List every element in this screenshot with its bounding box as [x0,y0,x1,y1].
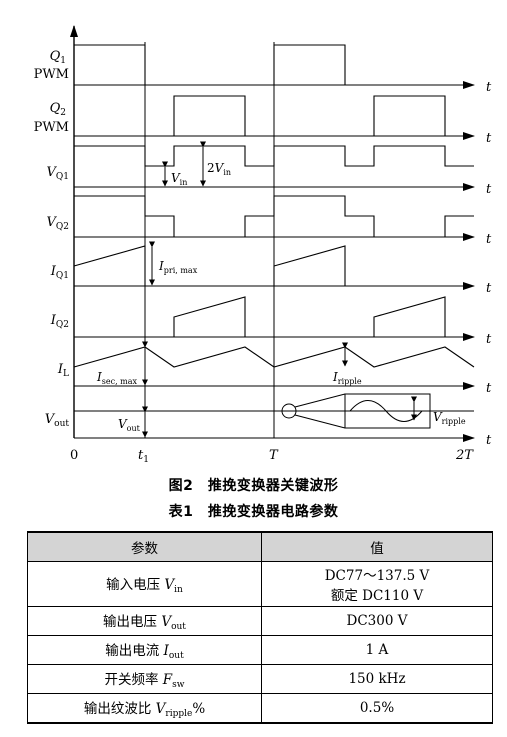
header-param: 参数 [27,531,262,562]
tick-zero: 0 [70,448,78,463]
annot-2vin: 2Vin [207,161,231,177]
iq1-waveform [73,245,346,287]
param-cell: 输入电压 Vin [27,561,262,607]
param-cell: 输出电流 Iout [27,635,262,665]
tick-t1: t1 [138,448,149,465]
q2-pwm-waveform [74,95,474,137]
value-cell: 0.5% [261,693,493,724]
t-axis-label: t [486,131,492,146]
table-row: 输出纹波比 Vripple% 0.5% [27,693,493,724]
annot-vripple: Vripple [433,410,466,426]
t-axis-label: t [486,182,492,197]
t-axis-label: t [486,80,492,95]
label-iq1: IQ1 [50,264,69,281]
param-cell: 输出电压 Vout [27,606,262,636]
label-vq2: VQ2 [47,215,70,232]
vq1-waveform [74,145,474,167]
label-q2-pwm: PWM [34,120,69,135]
t-axis-label: t [486,281,492,296]
iq2-waveform [173,296,446,338]
annot-iripple: Iripple [332,370,362,386]
label-il: IL [57,362,69,379]
ripple-zoom-inset [281,393,431,429]
q1-pwm-waveform [74,44,474,86]
table-row: 开关频率 Fsw 150 kHz [27,664,493,694]
annot-ipri-max: Ipri, max [158,259,198,275]
il-waveform [73,346,475,368]
annot-vout: Vout [118,417,141,433]
t-axis-label: t [486,433,492,448]
annot-vin: Vin [171,171,187,187]
param-cell: 输出纹波比 Vripple% [27,693,262,724]
tick-2T: 2T [455,448,474,463]
header-value: 值 [261,531,493,562]
label-iq2: IQ2 [50,313,69,330]
label-vout: Vout [45,412,70,429]
label-q2: Q2 [50,101,66,118]
label-q1: Q1 [50,49,66,66]
t-axis-label: t [486,381,492,396]
table-row: 输出电压 Vout DC300 V [27,606,493,636]
waveform-figure: Q1 PWM Q2 PWM VQ1 VQ2 IQ1 IQ2 IL Vout t … [34,25,492,465]
dimension-arrows [142,141,348,438]
t-axis-label: t [486,232,492,247]
value-cell: DC300 V [261,606,493,636]
figure-caption: 图2 推挽变换器关键波形 [168,478,339,494]
annot-isec-max: Isec, max [96,370,138,386]
value-cell: 150 kHz [261,664,493,694]
vq2-waveform [74,195,474,238]
table-row: 输出电流 Iout 1 A [27,635,493,665]
table-header-row: 参数 值 [27,531,493,562]
label-q1-pwm: PWM [34,67,69,82]
tick-T: T [269,448,279,463]
value-cell: 1 A [261,635,493,665]
param-cell: 开关频率 Fsw [27,664,262,694]
table-caption: 表1 推挽变换器电路参数 [168,504,339,520]
label-vq1: VQ1 [47,165,70,182]
t-axis-label: t [486,332,492,347]
